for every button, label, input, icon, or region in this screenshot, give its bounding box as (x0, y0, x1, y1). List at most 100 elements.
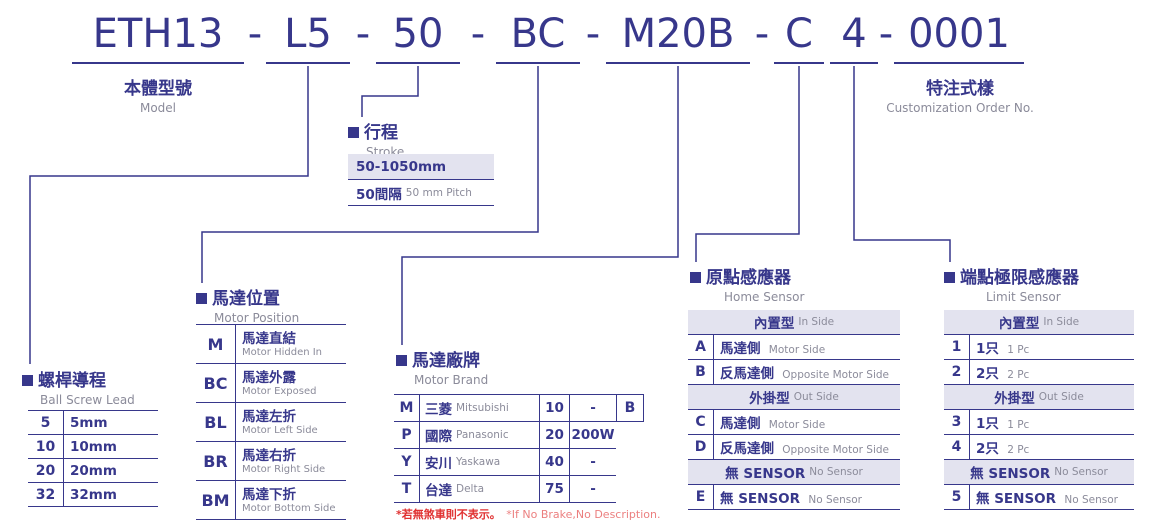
section-subtitle: Motor Brand (414, 373, 489, 387)
value-zh: 2只 (976, 441, 999, 457)
value-cell: 馬達側 Motor Side (714, 337, 900, 357)
connector-motor-brand (401, 66, 679, 345)
motor-brand-section-label: 馬達廠牌 Motor Brand (396, 346, 488, 387)
code-cell: BR (196, 442, 236, 480)
wattage-code-cell: 10 (540, 395, 570, 421)
value-en: Motor Bottom Side (242, 502, 336, 514)
power-cell: 200W (571, 427, 615, 443)
brand-en: Mitsubishi (456, 402, 509, 414)
table-row: A 馬達側 Motor Side (688, 335, 900, 360)
value-cell: 5mm (70, 414, 108, 431)
value-zh: 1只 (976, 416, 999, 432)
table-row: BM 馬達下折 Motor Bottom Side (196, 481, 346, 520)
code-cell: M (394, 395, 420, 421)
bullet-square-icon (690, 272, 701, 283)
pitch-zh: 50間隔 (356, 186, 402, 203)
section-title: 特注式樣 (926, 79, 994, 99)
section-subtitle: Ball Screw Lead (40, 393, 135, 407)
pitch-en: 50 mm Pitch (405, 186, 472, 199)
value-zh: 2只 (976, 366, 999, 382)
header-zh: 內置型 (998, 316, 1040, 332)
footnote-en: *If No Brake,No Description. (506, 508, 661, 521)
section-title: 螺桿導程 (38, 371, 106, 391)
code-cell: 32 (28, 483, 64, 506)
connector-motor-position (201, 66, 539, 283)
brand-en: Yaskawa (456, 456, 501, 468)
value-cell: 無 SENSOR No Sensor (970, 487, 1134, 507)
value-cell: 馬達下折 Motor Bottom Side (236, 487, 346, 514)
separator-dash: - (355, 11, 371, 57)
table-row: 5 5mm (28, 411, 158, 435)
value-en: 2 Pc (1007, 444, 1030, 456)
value-cell: 馬達側 Motor Side (714, 412, 900, 432)
bullet-square-icon (196, 293, 207, 304)
separator-dash: - (878, 11, 894, 57)
segment-customization: 0001 (894, 8, 1024, 64)
section-subtitle: Motor Position (214, 311, 300, 325)
section-title: 馬達位置 (212, 289, 280, 309)
value-zh: 馬達右折 (242, 447, 296, 464)
bullet-square-icon (396, 355, 407, 366)
header-en: In Side (1043, 316, 1080, 328)
value-cell: 馬達左折 Motor Left Side (236, 409, 346, 436)
value-cell: 2只 2 Pc (970, 437, 1134, 457)
limit-sensor-table: 內置型 In Side 1 1只 1 Pc 2 2只 2 Pc 外掛型 Out … (944, 310, 1134, 510)
table-row: 1 1只 1 Pc (944, 335, 1134, 360)
table-row: B 反馬達側 Opposite Motor Side (688, 360, 900, 385)
header-en: No Sensor (809, 466, 863, 478)
stroke-section-label: 行程 Stroke (348, 118, 404, 159)
power-cell: - (590, 400, 596, 416)
motor-brand-footnote: *若無煞車則不表示。 *If No Brake,No Description. (396, 506, 661, 522)
section-subtitle: Customization Order No. (886, 101, 1034, 115)
section-subtitle: Home Sensor (724, 290, 805, 304)
value-zh: 無 SENSOR (976, 491, 1057, 507)
code-cell: T (394, 476, 420, 502)
code-cell: D (688, 435, 714, 459)
brand-zh: 國際 (425, 429, 452, 445)
table-header-row: 內置型 In Side (688, 310, 900, 335)
value-zh: 馬達外露 (242, 369, 296, 386)
table-row: 2 2只 2 Pc (944, 360, 1134, 385)
brand-zh: 三菱 (425, 402, 452, 418)
code-cell: 20 (28, 459, 64, 482)
table-row: 10 10mm (28, 435, 158, 459)
code-cell: P (394, 422, 420, 448)
segment-motor-brand: M20B (606, 8, 750, 64)
segment-series: ETH13 (72, 8, 244, 64)
header-zh: 外掛型 (749, 391, 790, 407)
brand-en: Panasonic (456, 429, 509, 441)
header-en: Out Side (1038, 391, 1084, 403)
value-en: Motor Left Side (242, 424, 318, 436)
ball-screw-lead-table: 5 5mm 10 10mm 20 20mm 32 32mm (28, 410, 158, 507)
value-cell: 馬達外露 Motor Exposed (236, 370, 346, 397)
table-row: BC 馬達外露 Motor Exposed (196, 364, 346, 403)
value-en: Motor Side (768, 344, 826, 356)
motor-position-section-label: 馬達位置 Motor Position (196, 284, 299, 325)
segment-motor-position: BC (496, 8, 580, 64)
table-row: 32 32mm (28, 483, 158, 507)
section-title: 本體型號 (124, 79, 192, 99)
code-cell: 4 (944, 435, 970, 459)
table-row: 20 20mm (28, 459, 158, 483)
brand-cell: 安川 Yaskawa (420, 449, 540, 475)
table-row: T 台達 Delta 75 - (394, 476, 616, 503)
value-cell: 馬達右折 Motor Right Side (236, 448, 346, 475)
table-row: M 馬達直結 Motor Hidden In (196, 325, 346, 364)
bullet-square-icon (22, 375, 33, 386)
table-row: Y 安川 Yaskawa 40 - (394, 449, 616, 476)
value-zh: 反馬達側 (720, 441, 774, 457)
header-en: No Sensor (1054, 466, 1108, 478)
connector-ball-screw-lead (29, 66, 309, 364)
table-header-row: 無 SENSOR No Sensor (688, 460, 900, 485)
section-subtitle: Limit Sensor (986, 290, 1061, 304)
brand-zh: 安川 (425, 456, 452, 472)
limit-sensor-section-label: 端點極限感應器 Limit Sensor (944, 263, 1079, 304)
value-en: Motor Side (768, 419, 826, 431)
header-en: Out Side (793, 391, 839, 403)
ball-screw-lead-section-label: 螺桿導程 Ball Screw Lead (22, 366, 135, 407)
code-cell: B (688, 360, 714, 384)
value-cell: 1只 1 Pc (970, 337, 1134, 357)
connector-home-sensor (695, 66, 800, 262)
value-cell: 反馬達側 Opposite Motor Side (714, 362, 900, 382)
